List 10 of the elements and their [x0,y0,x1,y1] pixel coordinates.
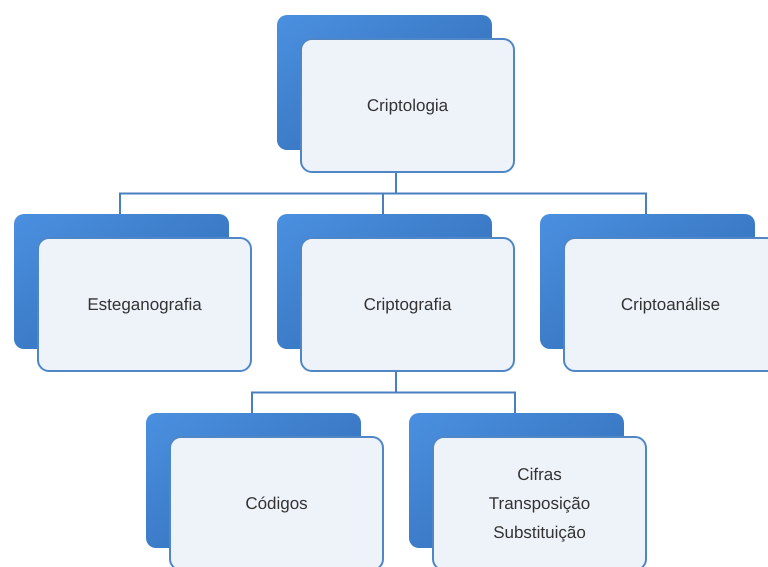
node-label: Transposição [488,492,590,514]
node-label: Criptografia [364,294,452,316]
node-label: Criptologia [366,94,448,116]
node-label: Cifras [517,464,562,485]
node-label: Esteganografia [87,294,202,316]
connector-line [395,372,516,413]
node-label: Códigos [245,492,308,514]
node-label: Substituição [493,522,586,544]
connector-line [395,173,647,214]
node-label: Criptoanálise [620,294,720,316]
